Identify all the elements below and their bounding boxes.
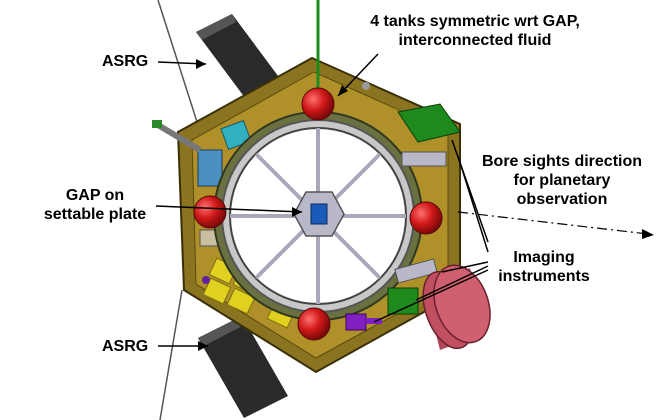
gray-rod <box>156 122 202 153</box>
antenna-line-bottom <box>159 289 183 420</box>
purple-knob <box>202 276 210 284</box>
green-instrument-top <box>397 103 461 143</box>
tank-right <box>409 201 443 235</box>
grey-instrument-bottom <box>394 258 438 284</box>
label-bore-line1: Bore sights direction <box>481 153 643 170</box>
label-tanks-line2: interconnected fluid <box>398 32 552 49</box>
label-tanks: 4 tanks symmetric wrt GAP, interconnecte… <box>362 12 588 50</box>
label-imaging-line2: instruments <box>498 268 590 285</box>
label-bore-line2: for planetary <box>513 172 611 189</box>
arrowheads <box>196 59 348 351</box>
label-tanks-line1: 4 tanks symmetric wrt GAP, <box>370 13 580 30</box>
label-imaging-line1: Imaging <box>513 249 575 266</box>
asrg-bottom-panel <box>198 316 288 418</box>
blue-panel <box>197 149 223 187</box>
label-gap-line2: settable plate <box>43 206 147 223</box>
label-bore-line3: observation <box>516 191 608 208</box>
bore-sight-arrowhead <box>642 229 654 239</box>
tank-top <box>301 87 335 121</box>
purple-instrument-arm <box>366 318 382 324</box>
label-imaging: Imaging instruments <box>484 248 604 286</box>
small-knob <box>362 82 370 90</box>
label-asrg-top: ASRG <box>102 53 149 70</box>
label-gap-line1: GAP on <box>65 187 125 204</box>
green-instrument-bottom <box>387 287 419 315</box>
tank-left <box>193 195 227 229</box>
label-bore-sights: Bore sights direction for planetary obse… <box>462 152 662 209</box>
label-gap: GAP on settable plate <box>30 186 160 224</box>
bore-sight-line <box>457 211 649 235</box>
label-asrg-bottom: ASRG <box>102 338 149 355</box>
purple-instrument <box>345 313 367 331</box>
rod-tip <box>152 120 162 128</box>
tank-bottom <box>297 307 331 341</box>
grey-instrument-top <box>401 151 447 167</box>
